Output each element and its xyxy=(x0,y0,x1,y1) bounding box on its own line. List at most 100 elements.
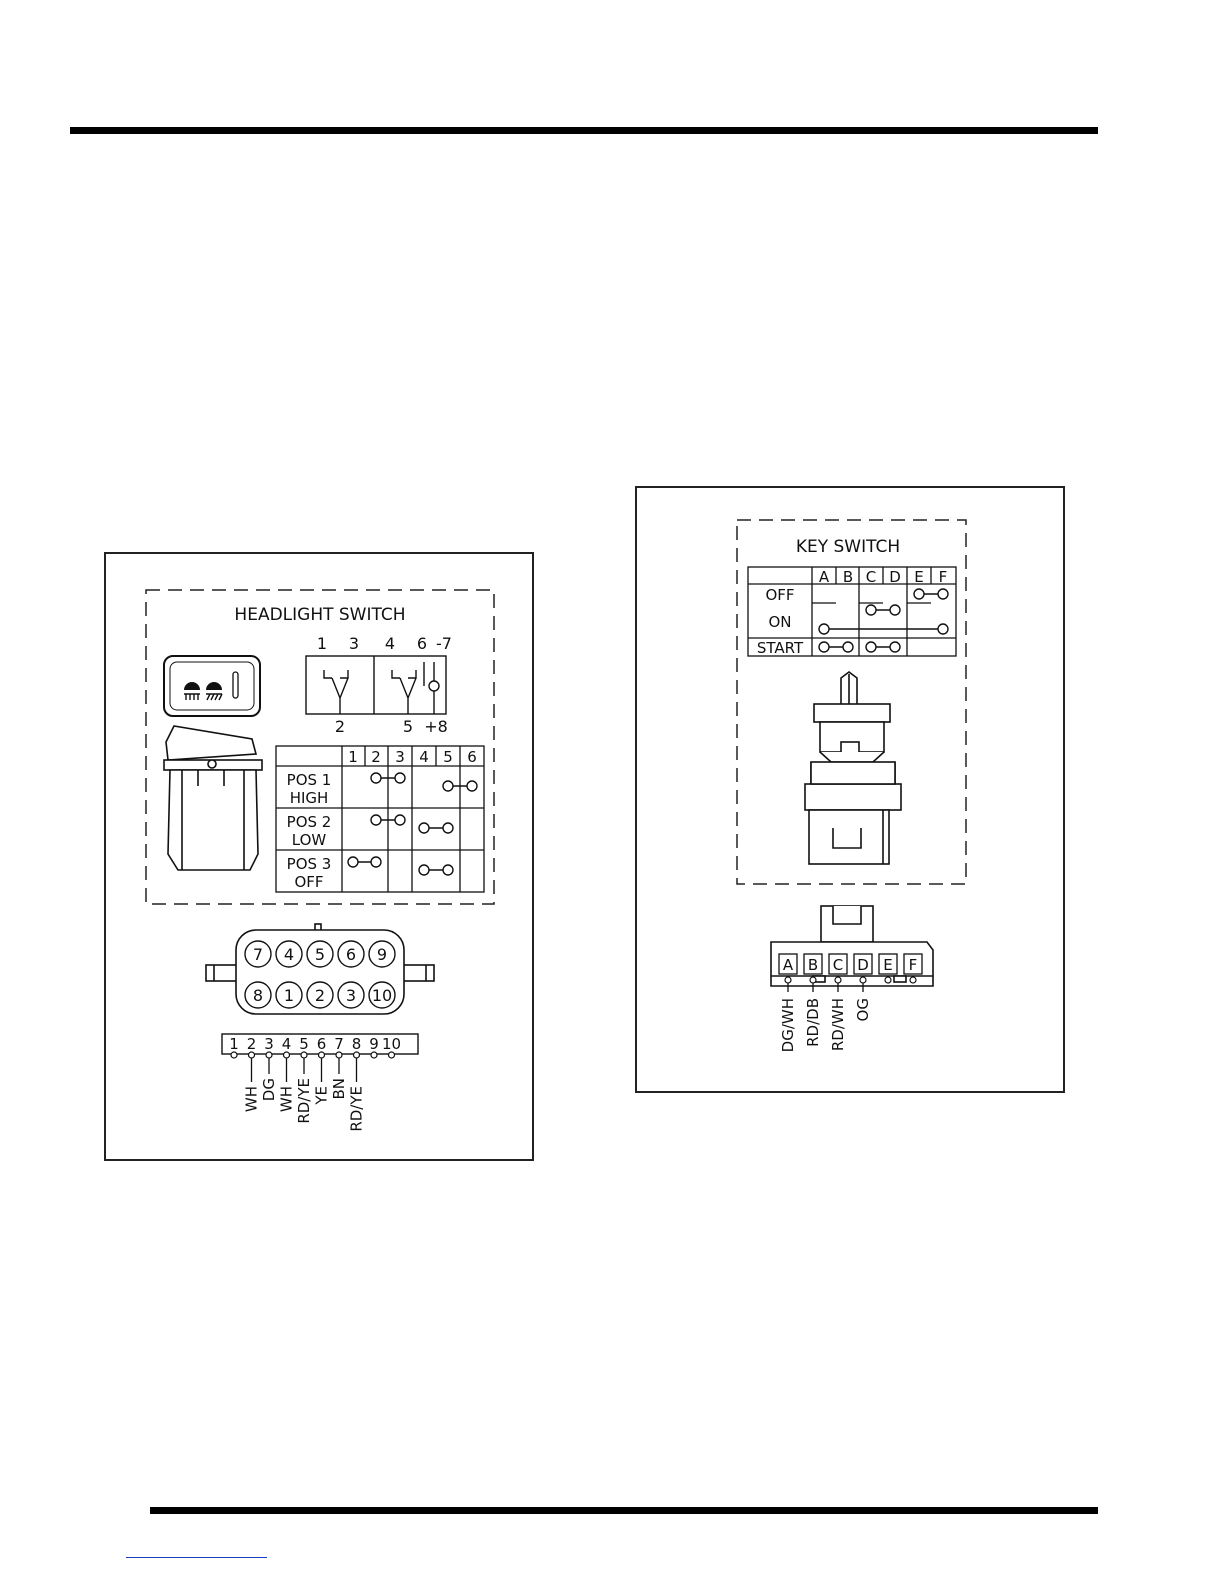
link-node xyxy=(443,865,453,875)
wire-color-label: WH xyxy=(278,1086,296,1112)
key-col-b: B xyxy=(843,568,853,586)
wire-color-label: WH xyxy=(243,1086,261,1112)
key-row-off: OFF xyxy=(765,586,794,604)
terminal-label-2: 2 xyxy=(335,717,345,736)
connector-pin-label: 10 xyxy=(372,986,392,1005)
key-col-a: A xyxy=(819,568,830,586)
key-pin-node xyxy=(785,977,791,983)
pin-strip-label: 7 xyxy=(334,1035,344,1053)
terminal-label-7: -7 xyxy=(436,634,452,653)
connector-pin-label: 3 xyxy=(346,986,356,1005)
wire-color-label: BN xyxy=(330,1078,348,1100)
pin-strip-node xyxy=(371,1052,377,1058)
table-col-3: 3 xyxy=(395,748,405,766)
key-connector-pin-label: F xyxy=(909,956,918,974)
terminal-label-5: 5 xyxy=(403,717,413,736)
pin-strip-node xyxy=(354,1052,360,1058)
key-pin-node xyxy=(885,977,891,983)
key-connector-pin-label: A xyxy=(783,956,794,974)
table-col-2: 2 xyxy=(371,748,381,766)
link-node xyxy=(419,865,429,875)
pin-strip-label: 10 xyxy=(382,1035,401,1053)
wire-color-label: DG xyxy=(260,1078,278,1101)
row-label-pos3: POS 3 xyxy=(287,855,332,873)
link-node xyxy=(419,823,429,833)
link-node xyxy=(371,857,381,867)
headlight-switch-panel: HEADLIGHT SWITCH 1 3 4 6 -7 2 5 +8 xyxy=(104,552,534,1161)
terminal-label-6: 6 xyxy=(417,634,427,653)
key-connector-pin-label: B xyxy=(808,956,818,974)
link-node xyxy=(348,857,358,867)
pin-strip-node xyxy=(266,1052,272,1058)
link-node xyxy=(443,823,453,833)
table-col-5: 5 xyxy=(443,748,453,766)
connector-pin-label: 1 xyxy=(284,986,294,1005)
pin-strip-label: 3 xyxy=(264,1035,274,1053)
headlight-wire-labels: WHDGWHRD/YEYEBNRD/YE xyxy=(243,1058,366,1132)
pin-strip-node xyxy=(389,1052,395,1058)
key-pin-node xyxy=(810,977,816,983)
link-node xyxy=(371,815,381,825)
pin-strip-label: 6 xyxy=(317,1035,327,1053)
terminal-label-8: +8 xyxy=(424,717,448,736)
key-row-start: START xyxy=(757,639,804,657)
footer-link-underline[interactable] xyxy=(126,1557,267,1558)
link-node xyxy=(467,781,477,791)
key-pin-node xyxy=(910,977,916,983)
pin-strip-node xyxy=(301,1052,307,1058)
key-wire-color-label: DG/WH xyxy=(779,998,797,1052)
pin-strip-node xyxy=(319,1052,325,1058)
key-wire-labels: DG/WHRD/DBRD/WHOG xyxy=(779,983,872,1052)
connector-pin-label: 6 xyxy=(346,945,356,964)
connector-pin-label: 9 xyxy=(377,945,387,964)
key-col-c: C xyxy=(866,568,876,586)
terminal-label-3: 3 xyxy=(349,634,359,653)
top-rule xyxy=(70,127,1098,134)
link-node xyxy=(371,773,381,783)
key-connector-pin-label: E xyxy=(883,956,892,974)
pin-strip-label: 2 xyxy=(247,1035,257,1053)
pin-strip-label: 4 xyxy=(282,1035,292,1053)
headlight-switch-side-icon xyxy=(164,726,262,870)
headlight-switch-schematic xyxy=(306,656,446,714)
key-switch-diagram: KEY SWITCH A B C D E F OFF ON START xyxy=(637,488,1063,1091)
key-wire-color-label: OG xyxy=(854,998,872,1021)
table-col-1: 1 xyxy=(348,748,358,766)
row-label-low: LOW xyxy=(292,831,327,849)
key-switch-title: KEY SWITCH xyxy=(796,537,900,557)
wire-color-label: YE xyxy=(313,1086,331,1106)
pin-strip-label: 8 xyxy=(352,1035,362,1053)
pin-strip-label: 5 xyxy=(299,1035,309,1053)
headlight-switch-front-icon xyxy=(164,656,260,716)
row-label-pos1: POS 1 xyxy=(287,771,332,789)
key-col-f: F xyxy=(939,568,948,586)
pin-strip-label: 9 xyxy=(369,1035,379,1053)
link-node xyxy=(395,815,405,825)
wire-color-label: RD/YE xyxy=(348,1086,366,1132)
key-pin-node xyxy=(835,977,841,983)
key-table-links xyxy=(819,589,948,652)
link-node xyxy=(443,781,453,791)
wire-color-label: RD/YE xyxy=(295,1078,313,1124)
pin-strip-label: 1 xyxy=(229,1035,239,1053)
row-label-high: HIGH xyxy=(290,789,329,807)
connector-pin-label: 2 xyxy=(315,986,325,1005)
key-pin-node xyxy=(860,977,866,983)
headlight-switch-diagram: HEADLIGHT SWITCH 1 3 4 6 -7 2 5 +8 xyxy=(106,554,532,1159)
key-col-d: D xyxy=(889,568,901,586)
pin-strip-node xyxy=(249,1052,255,1058)
bottom-rule xyxy=(150,1507,1098,1514)
pin-strip-node xyxy=(231,1052,237,1058)
connector-pin-label: 4 xyxy=(284,945,294,964)
table-col-6: 6 xyxy=(467,748,477,766)
row-label-pos2: POS 2 xyxy=(287,813,332,831)
key-row-on: ON xyxy=(768,613,791,631)
headlight-switch-title: HEADLIGHT SWITCH xyxy=(234,605,405,625)
key-switch-body-icon xyxy=(805,672,901,864)
connector-pin-label: 8 xyxy=(253,986,263,1005)
row-label-off: OFF xyxy=(294,873,323,891)
key-connector-pin-label: C xyxy=(833,956,843,974)
key-connector-pin-label: D xyxy=(857,956,869,974)
connector-pin-label: 5 xyxy=(315,945,325,964)
terminal-label-4: 4 xyxy=(385,634,395,653)
